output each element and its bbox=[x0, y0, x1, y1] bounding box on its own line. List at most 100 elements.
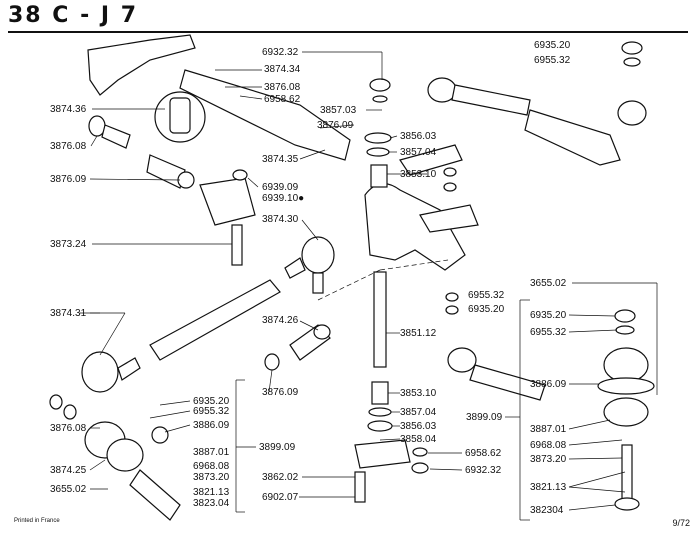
part-label: 3876.08 bbox=[264, 82, 301, 93]
part-label: 3655.02 bbox=[530, 278, 567, 289]
nut-part bbox=[232, 169, 248, 181]
washer-part bbox=[372, 95, 388, 103]
shaft-part bbox=[129, 469, 181, 521]
plate-part bbox=[354, 439, 411, 469]
seal-part bbox=[151, 426, 169, 444]
part-label: 6955.32 bbox=[530, 327, 567, 338]
part-label: 3857.04 bbox=[400, 407, 437, 418]
boot-part bbox=[603, 347, 649, 383]
part-label: 3853.10 bbox=[400, 388, 437, 399]
washer-part bbox=[49, 394, 63, 410]
washer-part bbox=[615, 325, 635, 335]
washer-part bbox=[412, 447, 428, 457]
ring-part bbox=[364, 132, 392, 144]
tie-rod-part bbox=[524, 109, 621, 166]
rod-end-part bbox=[451, 84, 531, 116]
cup-part bbox=[597, 377, 655, 395]
part-label: 3857.04 bbox=[400, 147, 437, 158]
part-label: 6939.09 bbox=[262, 182, 299, 193]
part-label: 6958.62 bbox=[264, 94, 301, 105]
stud-part bbox=[312, 272, 324, 294]
dashed-assembly-lines bbox=[317, 259, 449, 301]
spacer-part bbox=[371, 381, 389, 405]
lower-arm-part bbox=[419, 204, 479, 233]
washer-part bbox=[623, 57, 641, 67]
washer-part bbox=[264, 353, 280, 371]
page-number: 9/72 bbox=[672, 518, 690, 528]
part-label: 3857.03 bbox=[320, 105, 357, 116]
part-label: 3876.09 bbox=[262, 387, 299, 398]
part-label: 3887.01 bbox=[193, 447, 230, 458]
printed-note: Printed in France bbox=[14, 518, 60, 524]
part-label: 3874.25 bbox=[50, 465, 87, 476]
part-label: 3874.35 bbox=[262, 154, 299, 165]
nut-part bbox=[621, 41, 643, 55]
washer-part bbox=[445, 292, 459, 302]
part-label: 3873.24 bbox=[50, 239, 87, 250]
part-label: 3876.09 bbox=[50, 174, 87, 185]
part-label: 3873.20 bbox=[530, 454, 567, 465]
bolt-part bbox=[354, 471, 366, 503]
part-label: 3873.20 bbox=[193, 472, 230, 483]
part-label: 382304 bbox=[530, 505, 564, 516]
washer-part bbox=[443, 167, 457, 177]
part-label: 3821.13 bbox=[530, 482, 567, 493]
part-label: 3876.08 bbox=[50, 423, 87, 434]
washer-part bbox=[443, 182, 457, 192]
part-label: 3851.12 bbox=[400, 328, 437, 339]
part-label: 6968.08 bbox=[193, 461, 230, 472]
part-label: 3655.02 bbox=[50, 484, 87, 495]
eye-part bbox=[313, 324, 331, 340]
part-label: 6932.32 bbox=[465, 465, 502, 476]
ball-joint-part bbox=[447, 347, 477, 373]
part-label: 3853.10 bbox=[400, 169, 437, 180]
part-label: 3876.09 bbox=[317, 120, 354, 131]
part-label: 6935.20 bbox=[193, 396, 230, 407]
part-label: 3876.08 bbox=[50, 141, 87, 152]
tie-rod-part bbox=[179, 69, 351, 161]
part-label: 6955.32 bbox=[534, 55, 571, 66]
spacer-part bbox=[370, 164, 388, 188]
nut-part bbox=[369, 78, 391, 92]
ball-joint-part bbox=[169, 97, 191, 134]
part-label: 3862.02 bbox=[262, 472, 299, 483]
washer-part bbox=[63, 404, 77, 420]
part-label: 3874.34 bbox=[264, 64, 301, 75]
part-label: 3821.13 bbox=[193, 487, 230, 498]
part-label: 6935.20 bbox=[534, 40, 571, 51]
nut-part bbox=[614, 309, 636, 323]
nut-part bbox=[177, 171, 195, 189]
bolt-part bbox=[231, 224, 243, 266]
part-label: 3899.09 bbox=[259, 442, 296, 453]
part-label: 3874.31 bbox=[50, 308, 87, 319]
ball-joint-part bbox=[301, 236, 335, 274]
ring-part bbox=[367, 420, 393, 432]
washer-part bbox=[445, 305, 459, 315]
stud-part bbox=[117, 357, 141, 381]
sleeve-part bbox=[101, 124, 131, 149]
steering-arm-part bbox=[87, 34, 196, 96]
part-label: 6968.08 bbox=[530, 440, 567, 451]
part-label: 3886.09 bbox=[193, 420, 230, 431]
boot-part bbox=[106, 438, 144, 472]
steering-knuckle-part bbox=[364, 183, 466, 271]
part-label: 6955.32 bbox=[468, 290, 505, 301]
ring-part bbox=[368, 407, 392, 417]
leader-lines bbox=[80, 51, 658, 521]
part-label: 3856.03 bbox=[400, 421, 437, 432]
page-title: 38 C - J 7 bbox=[8, 3, 139, 28]
part-label: 6939.10● bbox=[262, 193, 305, 204]
part-label: 3887.01 bbox=[530, 424, 567, 435]
rod-end-part bbox=[469, 364, 546, 401]
ball-joint-part bbox=[617, 100, 647, 126]
nut-part bbox=[411, 462, 429, 474]
part-label: 6935.20 bbox=[530, 310, 567, 321]
part-label: 3874.30 bbox=[262, 214, 299, 225]
part-label: 6955.32 bbox=[193, 406, 230, 417]
ring-part bbox=[366, 147, 390, 157]
part-label: 6958.62 bbox=[465, 448, 502, 459]
part-label: 3874.36 bbox=[50, 104, 87, 115]
part-label: 3886.09 bbox=[530, 379, 567, 390]
